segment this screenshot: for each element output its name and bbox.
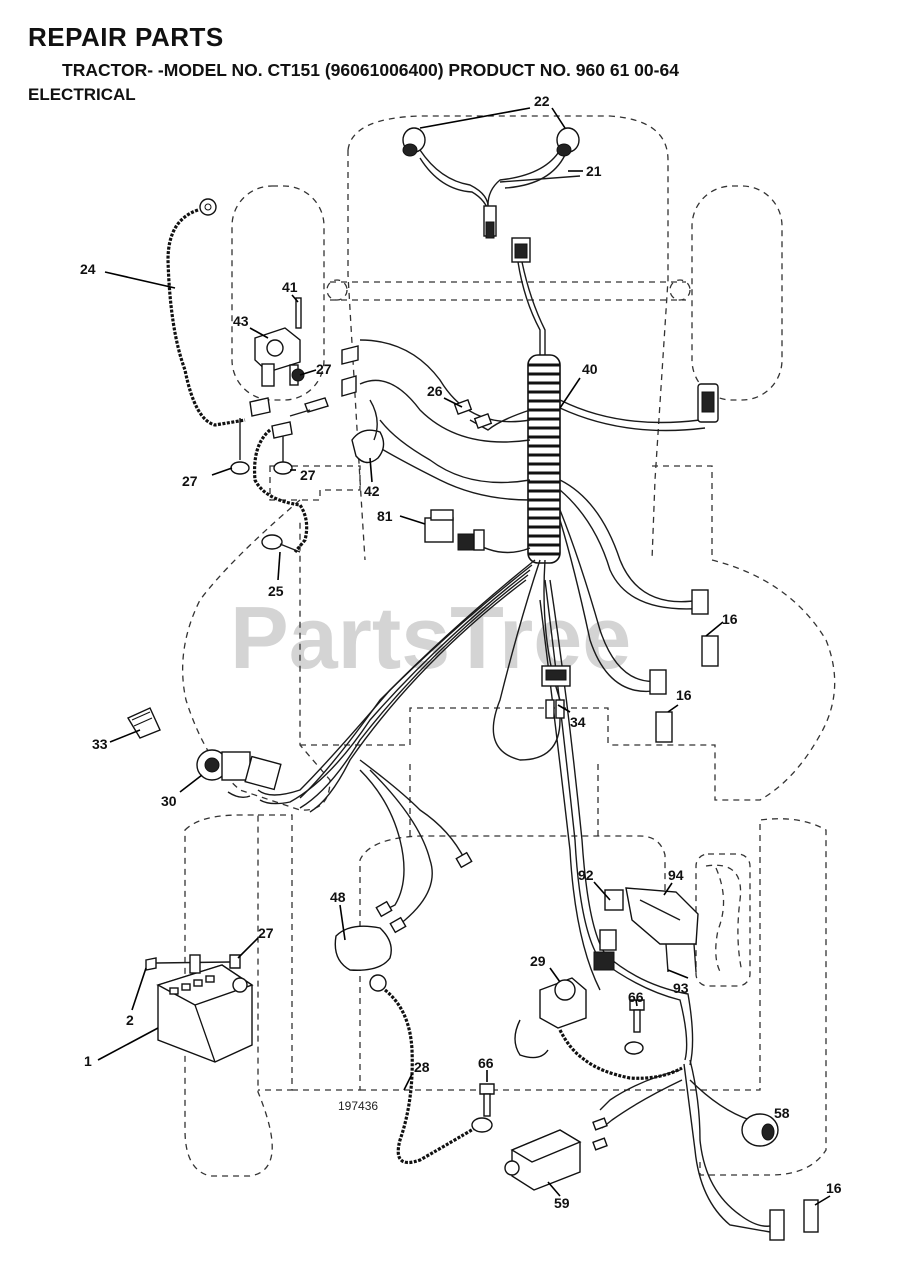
callout-41: 41 — [282, 279, 298, 295]
callout-42: 42 — [364, 483, 380, 499]
pto-area — [334, 851, 493, 1165]
watermark: PartsTree — [230, 588, 631, 687]
callout-29: 29 — [530, 953, 546, 969]
callout-27: 27 — [300, 467, 316, 483]
callout-27: 27 — [258, 925, 274, 941]
model-subtitle: TRACTOR- -MODEL NO. CT151 (96061006400) … — [62, 60, 679, 80]
callout-16: 16 — [676, 687, 692, 703]
seat-switch-connectors — [541, 383, 719, 743]
figure-number: 197436 — [338, 1099, 378, 1113]
callout-58: 58 — [774, 1105, 790, 1121]
callout-22: 22 — [534, 93, 550, 109]
callout-2: 2 — [126, 1012, 134, 1028]
callout-25: 25 — [268, 583, 284, 599]
callout-16: 16 — [826, 1180, 842, 1196]
callout-16: 16 — [722, 611, 738, 627]
main-harness — [257, 261, 776, 1233]
callout-48: 48 — [330, 889, 346, 905]
callout-66: 66 — [478, 1055, 494, 1071]
callout-labels: 22 21 24 41 43 27 26 40 27 27 42 81 25 1… — [80, 93, 842, 1211]
ignition-area — [126, 707, 282, 799]
callout-24: 24 — [80, 261, 96, 277]
callout-27: 27 — [316, 361, 332, 377]
page-title: REPAIR PARTS — [28, 22, 224, 52]
starter-solenoid-area — [166, 198, 329, 554]
fuse-relay-area — [341, 345, 493, 551]
harness-conduit — [527, 354, 561, 564]
callout-30: 30 — [161, 793, 177, 809]
callout-40: 40 — [582, 361, 598, 377]
callout-leaders — [97, 107, 831, 1206]
section-label: ELECTRICAL — [28, 85, 136, 104]
callout-33: 33 — [92, 736, 108, 752]
callout-81: 81 — [377, 508, 393, 524]
callout-27: 27 — [182, 473, 198, 489]
tractor-outline — [182, 115, 836, 1177]
headlight-assembly — [402, 127, 581, 263]
callout-21: 21 — [586, 163, 602, 179]
callout-1: 1 — [84, 1053, 92, 1069]
callout-43: 43 — [233, 313, 249, 329]
callout-94: 94 — [668, 867, 684, 883]
callout-92: 92 — [578, 867, 594, 883]
lower-components — [479, 887, 819, 1241]
callout-59: 59 — [554, 1195, 570, 1211]
callout-93: 93 — [673, 980, 689, 996]
callout-26: 26 — [427, 383, 443, 399]
callout-34: 34 — [570, 714, 586, 730]
callout-28: 28 — [414, 1059, 430, 1075]
callout-66: 66 — [628, 989, 644, 1005]
battery — [145, 954, 254, 1063]
